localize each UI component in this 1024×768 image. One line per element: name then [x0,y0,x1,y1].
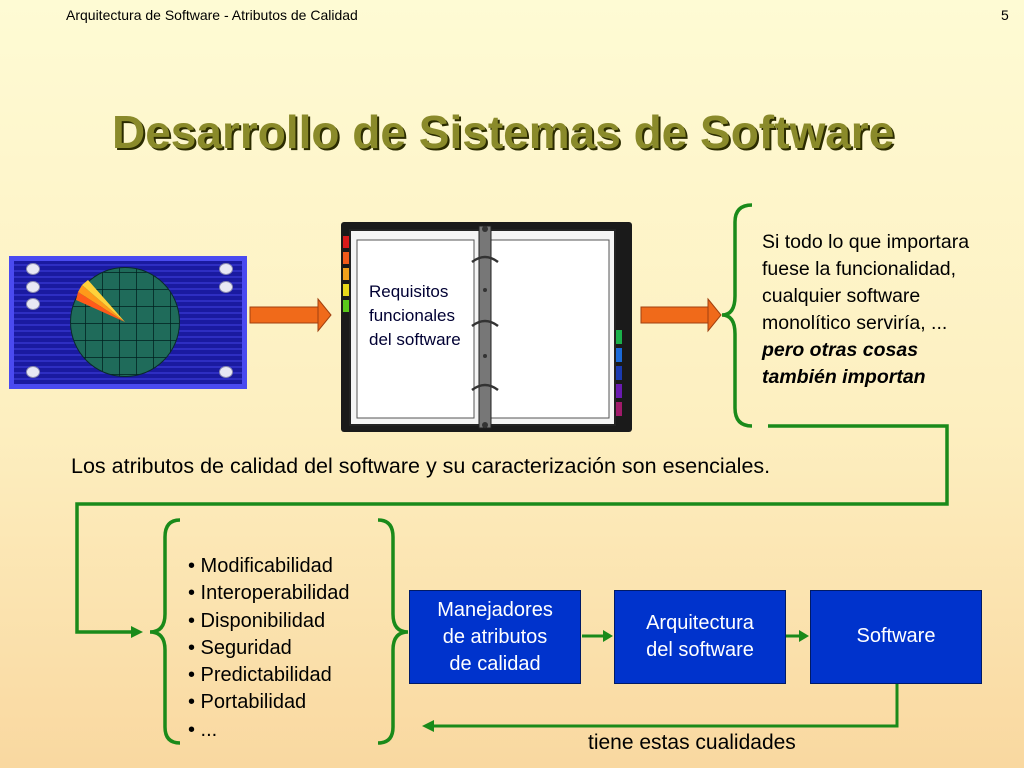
note-line: fuese la funcionalidad, [762,258,957,280]
binder-label-line: funcionales [369,306,456,325]
right-note: Si todo lo que importara fuese la funcio… [762,229,969,391]
box-line: de atributos [442,625,548,648]
list-item: • ... [188,718,218,741]
arrowhead-1 [603,630,613,642]
arrow-to-note [640,297,722,333]
note-line: monolítico serviría, ... [762,312,948,334]
feedback-label: tiene estas cualidades [588,731,796,754]
box-line: de calidad [449,652,541,675]
list-item: • Seguridad [188,636,292,659]
list-brace-right [377,518,409,745]
page-number: 5 [1001,7,1009,23]
note-line: cualquier software [762,285,921,307]
attribute-list: • Modificabilidad • Interoperabilidad • … [188,553,350,744]
feedback-line [432,684,899,728]
radar-icon [9,256,247,389]
binder-label: Requisitos funcionales del software [369,280,461,352]
note-emphasis: pero otras cosas [762,339,919,361]
list-item: • Modificabilidad [188,555,333,577]
architecture-box: Arquitectura del software [614,590,786,684]
box-line: Arquitectura [646,612,754,634]
box-line: Manejadores [437,598,553,621]
list-item: • Predictabilidad [188,664,332,687]
software-box: Software [810,590,982,684]
statement: Los atributos de calidad del software y … [71,454,771,478]
list-item: • Interoperabilidad [188,582,350,605]
flow-arrowhead-left [131,626,143,638]
arrow-to-binder [249,297,332,333]
arrowhead-2 [799,630,809,642]
list-item: • Disponibilidad [188,609,326,632]
note-emphasis: también importan [762,366,926,388]
slide-title: Desarrollo de Sistemas de Software [112,106,895,158]
binder-label-line: Requisitos [369,282,449,301]
managers-box: Manejadores de atributos de calidad [409,590,581,684]
box-line: del software [646,639,754,661]
flow-line-top [75,424,949,634]
feedback-arrowhead [422,720,434,732]
list-brace-left [149,518,181,745]
list-item: • Portabilidad [188,691,307,714]
note-line: Si todo lo que importara [762,231,970,253]
binder-label-line: del software [369,330,461,349]
slide-header: Arquitectura de Software - Atributos de … [66,7,358,23]
note-brace [721,203,753,428]
binder-icon [341,222,632,432]
box-line: Software [856,625,936,647]
